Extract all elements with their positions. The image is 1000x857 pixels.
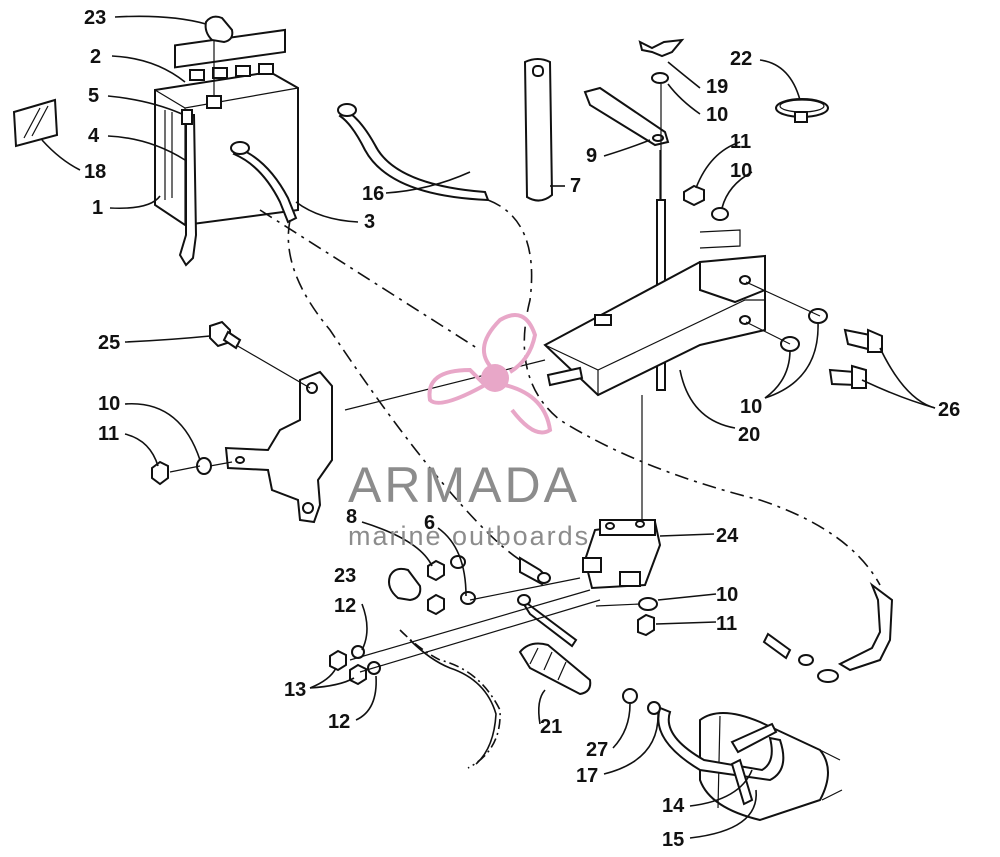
- callout-23-top: 23: [84, 7, 106, 29]
- watermark-tagline: marine outboards: [348, 521, 590, 551]
- callout-10-right: 10: [730, 160, 752, 182]
- bolt-26-b: [828, 364, 867, 389]
- callout-18: 18: [84, 161, 106, 183]
- cable-16: [337, 103, 490, 202]
- callout-6: 6: [424, 512, 435, 534]
- battery-tray: [543, 254, 766, 397]
- cable-17: [657, 706, 785, 782]
- callout-5: 5: [88, 85, 99, 107]
- washer-10-top: [711, 207, 729, 221]
- starter-solenoid: [582, 519, 662, 590]
- callout-16: 16: [362, 183, 384, 205]
- callout-10-top: 10: [706, 104, 728, 126]
- washer-10-rod: [651, 72, 669, 84]
- hold-down-strap: [523, 58, 554, 202]
- nut-11-top: [683, 184, 705, 207]
- callout-21: 21: [540, 716, 562, 738]
- watermark-brand: ARMADA: [348, 457, 580, 513]
- nut-11-solenoid: [637, 613, 655, 637]
- callout-10-left: 10: [98, 393, 120, 415]
- callout-14: 14: [662, 795, 685, 817]
- vent-tube: [178, 114, 198, 267]
- washer-6-b: [460, 591, 476, 605]
- ground-cable: [762, 582, 894, 683]
- nut-13-a: [329, 649, 347, 672]
- nut-11-left: [151, 460, 169, 486]
- callout-19: 19: [706, 76, 728, 98]
- warning-decal: [12, 98, 59, 148]
- propeller-logo-mark: [427, 313, 553, 435]
- bolt-25: [209, 320, 242, 350]
- cable-tie-15: [730, 722, 778, 754]
- callout-12-bottom: 12: [328, 711, 350, 733]
- callout-12-top: 12: [334, 595, 356, 617]
- callout-23-lower: 23: [334, 565, 356, 587]
- nut-27: [622, 688, 638, 704]
- nut-8-b: [427, 593, 445, 616]
- callout-24: 24: [716, 525, 739, 547]
- callout-2: 2: [90, 46, 101, 68]
- callout-22: 22: [730, 48, 752, 70]
- terminal-cap-lower: [388, 567, 422, 602]
- terminal-cap-top: [204, 15, 234, 109]
- callout-9: 9: [586, 145, 597, 167]
- callout-26: 26: [938, 399, 960, 421]
- callout-3: 3: [364, 211, 375, 233]
- hose-clamp: [775, 98, 829, 123]
- rubber-boot: [518, 642, 592, 696]
- callout-4: 4: [88, 125, 100, 147]
- bolt-26-a: [843, 328, 883, 353]
- callout-10-tray: 10: [740, 396, 762, 418]
- mounting-bracket: [224, 370, 333, 524]
- callout-8: 8: [346, 506, 357, 528]
- callout-7: 7: [570, 175, 581, 197]
- callout-10-solenoid: 10: [716, 584, 738, 606]
- callout-1: 1: [92, 197, 103, 219]
- callout-25: 25: [98, 332, 120, 354]
- callout-13: 13: [284, 679, 306, 701]
- cable-3: [230, 141, 298, 224]
- armada-logo: ARMADA marine outboards: [348, 313, 590, 551]
- washer-10-tray-a: [808, 308, 828, 324]
- callout-20: 20: [738, 424, 760, 446]
- washer-10-solenoid: [638, 597, 658, 611]
- terminal-boot: [181, 109, 193, 125]
- washer-6-a: [450, 555, 466, 569]
- nut-13-b: [349, 663, 367, 686]
- callout-11-left: 11: [98, 423, 119, 445]
- callout-27: 27: [586, 739, 608, 761]
- callout-15: 15: [662, 829, 684, 851]
- callout-11-solenoid: 11: [716, 613, 737, 635]
- battery-bracket: [583, 86, 670, 147]
- callout-11-top: 11: [730, 131, 751, 153]
- callout-17: 17: [576, 765, 598, 787]
- wing-nut: [638, 38, 685, 58]
